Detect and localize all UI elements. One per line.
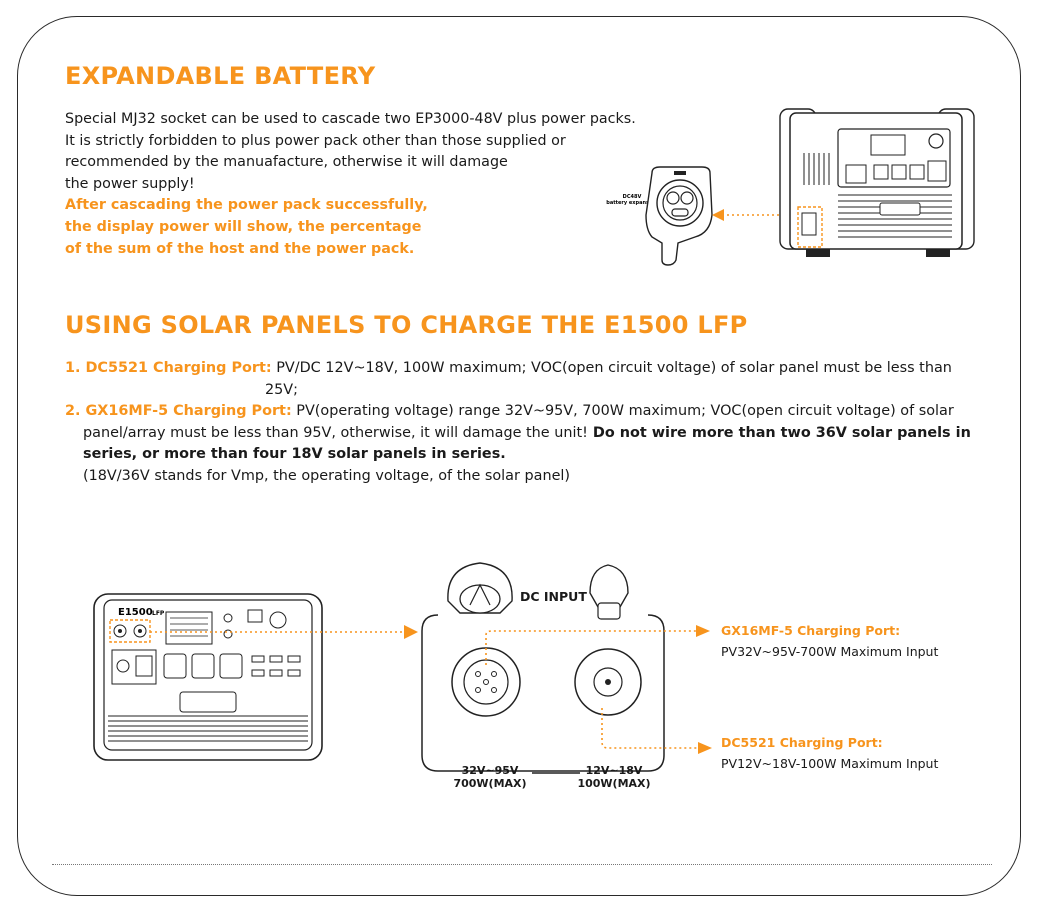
item-text: PV(operating voltage) range 32V~95V, 700…	[291, 403, 954, 420]
gx16-leader	[485, 625, 710, 665]
highlight-line: After cascading the power pack successfu…	[65, 197, 428, 214]
expandable-battery-text: Special MJ32 socket can be used to casca…	[65, 109, 675, 260]
dc5521-leader	[601, 708, 712, 754]
para-line: Special MJ32 socket can be used to casca…	[65, 111, 636, 127]
highlight-line: of the sum of the host and the power pac…	[65, 240, 415, 257]
para-line: recommended by the manuafacture, otherwi…	[65, 154, 508, 171]
left-port-spec: 32V~95V 700W(MAX)	[444, 764, 536, 790]
item-label: 2. GX16MF-5 Charging Port:	[65, 403, 292, 420]
highlight-line: the display power will show, the percent…	[65, 218, 422, 235]
item-continuation: 25V;	[265, 381, 299, 398]
spec-wattage: 700W(MAX)	[453, 777, 527, 790]
item-text: PV/DC 12V~18V, 100W maximum; VOC(open ci…	[271, 360, 952, 376]
item-text: panel/array must be less than 95V, other…	[83, 424, 588, 441]
page-frame	[17, 16, 1021, 896]
warning-text-cont: series, or more than four 18V solar pane…	[83, 446, 506, 463]
dc5521-callout: DC5521 Charging Port: PV12V~18V-100W Max…	[721, 734, 938, 772]
callout-desc: PV32V~95V-700W Maximum Input	[721, 644, 939, 659]
arrow-to-dc-input	[150, 625, 418, 639]
power-station-large-illustration	[779, 108, 975, 257]
list-item-gx16mf5: 2. GX16MF-5 Charging Port: PV(operating …	[65, 401, 980, 423]
dc-input-panel	[421, 562, 665, 774]
socket-label-2: battery expansion	[606, 200, 658, 206]
vmp-note: (18V/36V stands for Vmp, the operating v…	[83, 467, 571, 484]
right-port-spec: 12V~18V 100W(MAX)	[568, 764, 660, 790]
charging-port-list: 1. DC5521 Charging Port: PV/DC 12V~18V, …	[65, 358, 980, 488]
spec-wattage: 100W(MAX)	[577, 777, 651, 790]
spec-voltage: 12V~18V	[585, 764, 643, 777]
power-station-front-illustration: E1500 LFP	[93, 593, 323, 761]
section-title-solar-charging: USING SOLAR PANELS TO CHARGE THE E1500 L…	[65, 311, 748, 339]
bottom-divider	[52, 864, 992, 865]
warning-text: Do not wire more than two 36V solar pane…	[587, 424, 971, 441]
item-line: panel/array must be less than 95V, other…	[83, 423, 980, 445]
gx16mf5-callout: GX16MF-5 Charging Port: PV32V~95V-700W M…	[721, 622, 938, 660]
socket-label: DC48V	[623, 194, 642, 200]
list-item-dc5521: 1. DC5521 Charging Port: PV/DC 12V~18V, …	[65, 358, 980, 380]
callout-title: DC5521 Charging Port:	[721, 735, 883, 750]
callout-title: GX16MF-5 Charging Port:	[721, 623, 901, 638]
para-line: the power supply!	[65, 175, 195, 192]
expansion-socket-illustration: DC48V battery expansion	[606, 166, 713, 266]
callout-desc: PV12V~18V-100W Maximum Input	[721, 756, 939, 771]
section-title-expandable-battery: EXPANDABLE BATTERY	[65, 62, 376, 90]
dc-input-title: DC INPUT	[518, 589, 589, 604]
spec-voltage: 32V~95V	[461, 764, 519, 777]
device-brand: E1500	[118, 607, 153, 618]
para-line: It is strictly forbidden to plus power p…	[65, 132, 566, 149]
device-model: LFP	[152, 610, 165, 617]
item-label: 1. DC5521 Charging Port:	[65, 360, 272, 376]
